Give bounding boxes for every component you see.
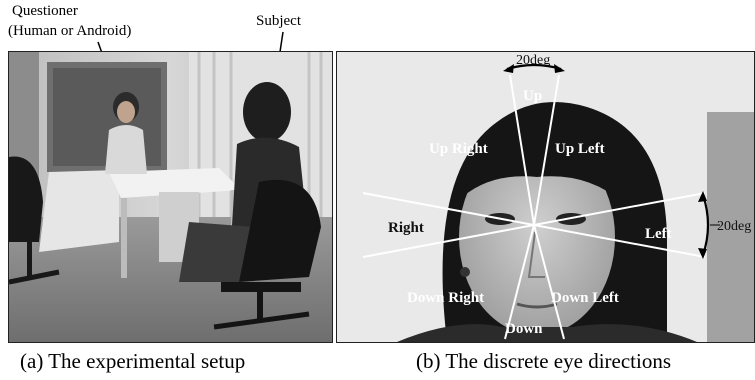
setup-scene	[9, 52, 332, 342]
direction-up-left: Up Left	[555, 141, 605, 157]
subject-label: Subject	[256, 13, 301, 29]
direction-left: Left	[645, 226, 672, 242]
caption-b: (b) The discrete eye directions	[416, 349, 672, 373]
eye-direction-diagram: 20deg 20deg Up Up Right Up Left Right Le…	[337, 52, 754, 342]
direction-lines	[362, 74, 706, 340]
questioner-label-line2: (Human or Android)	[8, 23, 132, 39]
direction-down: Down	[505, 321, 543, 337]
eye-directions-photo: 20deg 20deg Up Up Right Up Left Right Le…	[336, 51, 755, 343]
experimental-setup-photo	[8, 51, 333, 343]
questioner-label-line1: Questioner	[12, 3, 78, 19]
caption-a: (a) The experimental setup	[20, 349, 246, 373]
direction-right: Right	[388, 220, 424, 236]
direction-down-left: Down Left	[551, 290, 619, 306]
side-angle-label: 20deg	[717, 219, 751, 234]
direction-up: Up	[523, 88, 542, 104]
top-angle-label: 20deg	[516, 53, 550, 68]
direction-down-right: Down Right	[407, 290, 484, 306]
direction-up-right: Up Right	[429, 141, 488, 157]
